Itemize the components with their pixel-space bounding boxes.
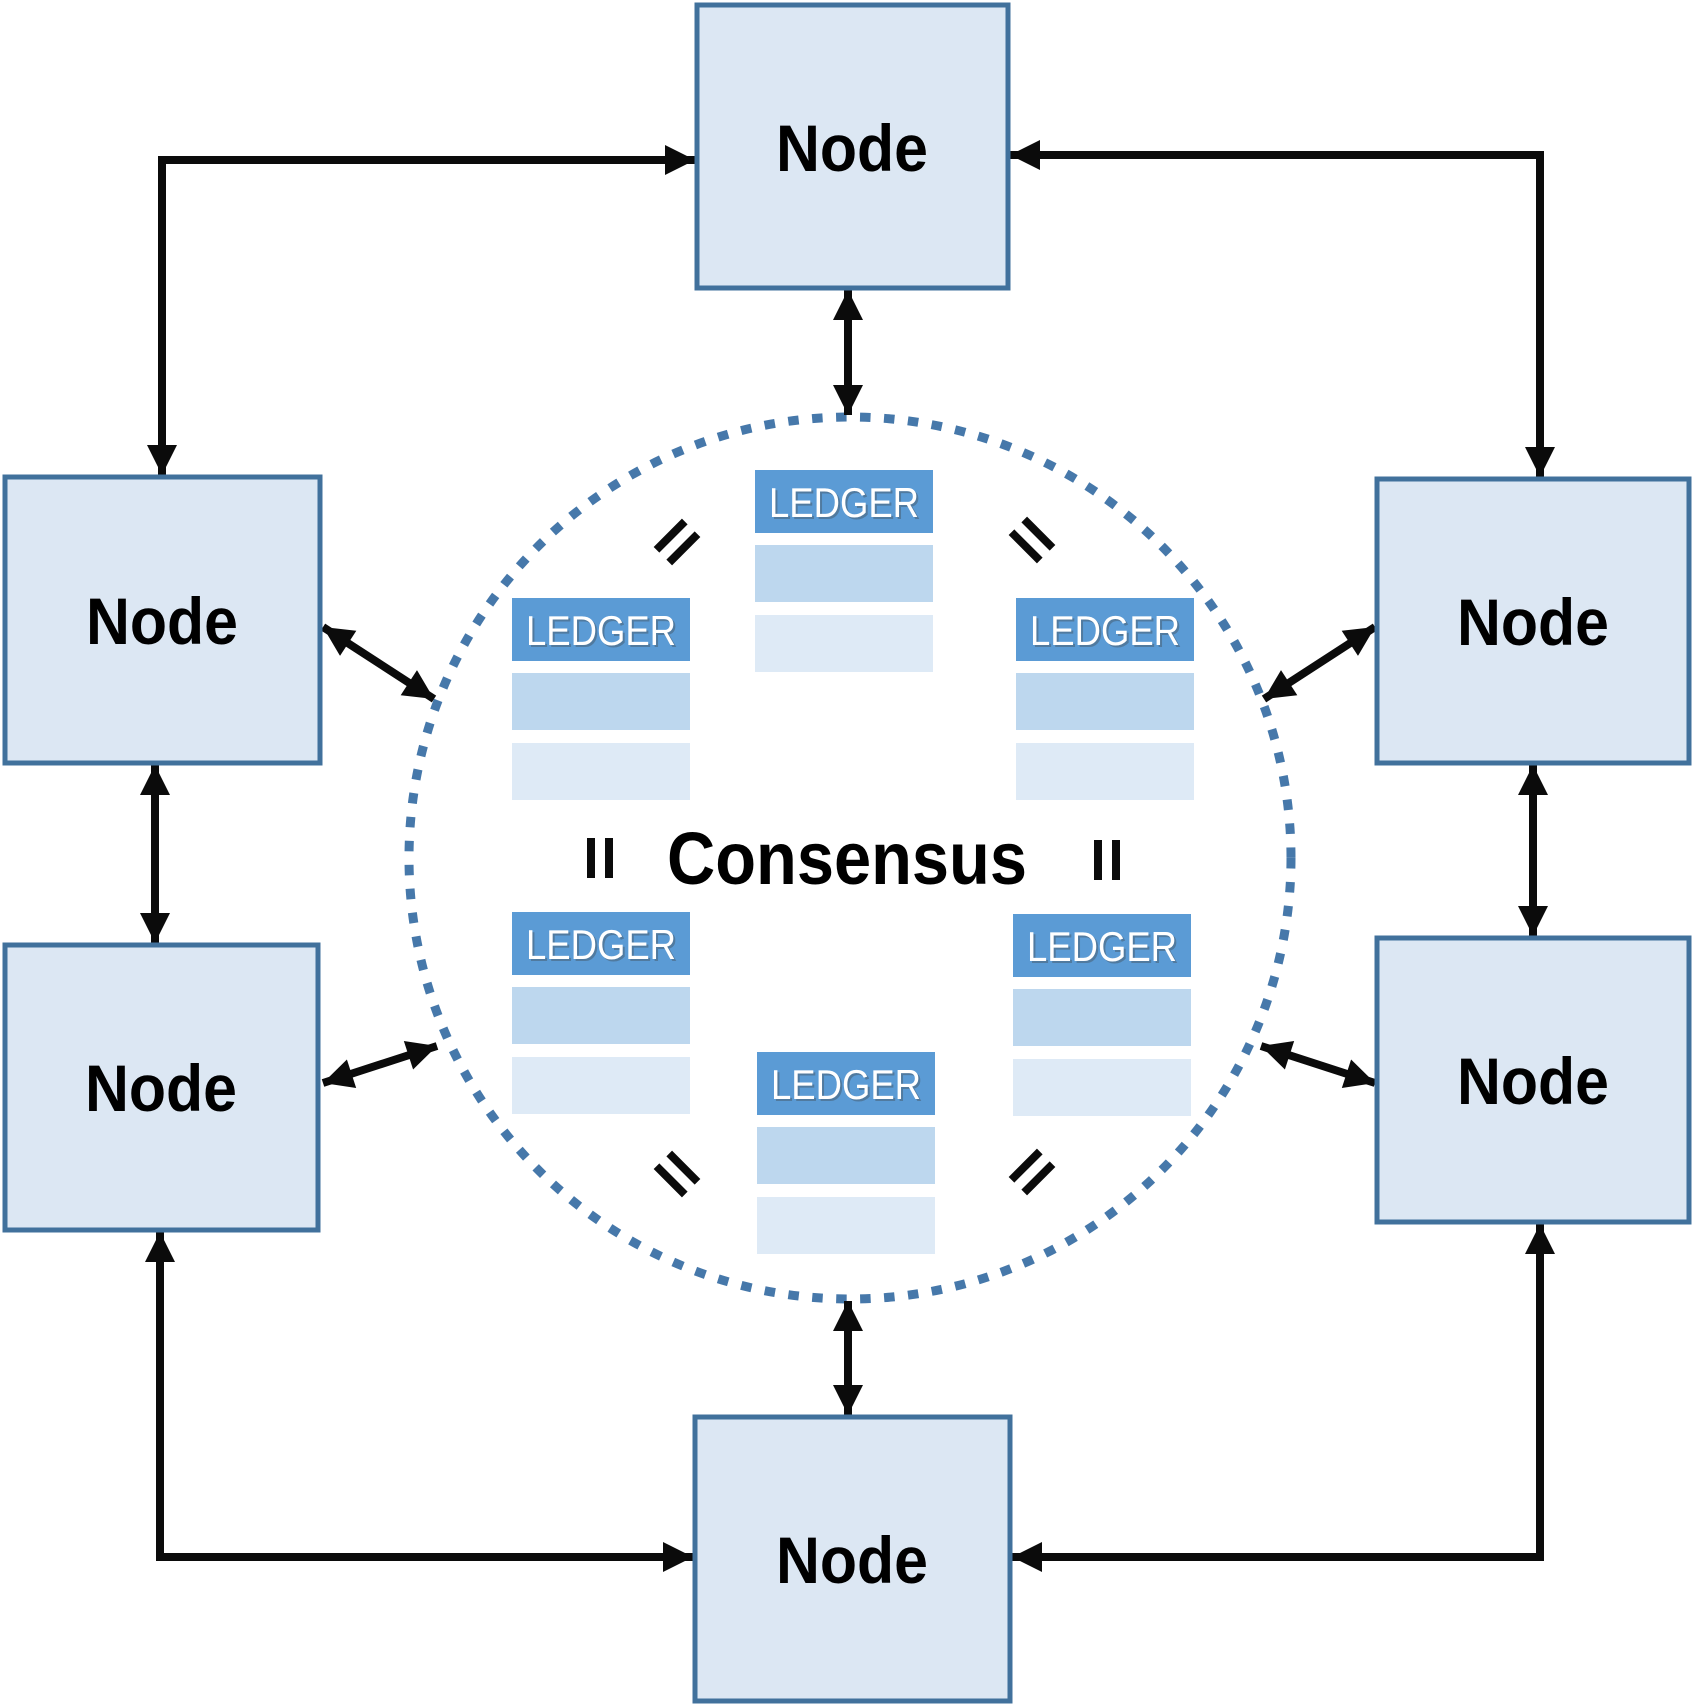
equals-sign-bottom-left [653, 1150, 701, 1198]
equals-sign-right [1094, 840, 1120, 880]
ledger-header [512, 598, 690, 661]
ledger-lower-left: LEDGER [512, 912, 690, 1114]
node-box [692, 1414, 1013, 1704]
node-label: Node [85, 1051, 237, 1125]
arrow-elbow-top-node-right-upper [1010, 140, 1555, 477]
arrow-right-lower-node-to-ring [1259, 1040, 1377, 1089]
ledger-bottom-center: LEDGER [757, 1052, 935, 1254]
node-label: Node [1457, 1044, 1609, 1118]
node-box [2, 474, 323, 766]
node-label: Node [1457, 585, 1609, 659]
ledger-row [512, 673, 690, 730]
ledger-row [1013, 989, 1191, 1046]
node-left-upper: Node [2, 474, 323, 766]
ledger-row [1016, 743, 1194, 800]
node-bottom: Node [692, 1414, 1013, 1704]
equals-sign-bottom-right [1008, 1148, 1056, 1196]
equals-sign-left [587, 838, 613, 878]
ledger-row [755, 615, 933, 672]
node-top: Node [694, 2, 1011, 291]
node-right-lower: Node [1374, 935, 1692, 1225]
node-box [694, 2, 1011, 291]
node-right-upper: Node [1374, 476, 1692, 766]
ledger-row [512, 743, 690, 800]
ledger-title: LEDGER [526, 607, 676, 654]
node-box [1374, 476, 1692, 766]
ledger-row [755, 545, 933, 602]
ledger-row [512, 1057, 690, 1114]
arrow-left-upper-node-to-ring [320, 623, 437, 703]
ledger-header [512, 912, 690, 975]
ledger-row [1016, 673, 1194, 730]
ledger-lower-right: LEDGER [1013, 914, 1191, 1116]
arrow-elbow-left-lower-bottom-node [145, 1232, 693, 1572]
ledger-row [757, 1127, 935, 1184]
arrow-right-upper-node-to-ring [1261, 623, 1378, 703]
node-label: Node [776, 111, 928, 185]
consensus-title: Consensus [667, 817, 1027, 900]
ledger-row [757, 1197, 935, 1254]
node-box [1374, 935, 1692, 1225]
consensus-ring-dotted-circle [404, 412, 1296, 1304]
ledger-title: LEDGER [1027, 923, 1177, 970]
ledger-row [512, 987, 690, 1044]
arrow-elbow-right-lower-bottom-node [1012, 1224, 1555, 1572]
node-label: Node [86, 584, 238, 658]
equals-sign-top-right [1008, 516, 1056, 564]
node-left-lower: Node [2, 942, 321, 1233]
ledger-header [1016, 598, 1194, 661]
ledger-top-center: LEDGER [755, 470, 933, 672]
equals-sign-top-left [653, 518, 701, 566]
node-label: Node [776, 1523, 928, 1597]
ledger-header [757, 1052, 935, 1115]
ledger-upper-left: LEDGER [512, 598, 690, 800]
arrow-elbow-top-node-left-upper [147, 145, 695, 475]
ledger-title: LEDGER [769, 479, 919, 526]
ledger-row [1013, 1059, 1191, 1116]
arrow-left-lower-node-to-ring [321, 1040, 439, 1089]
ledger-title: LEDGER [771, 1061, 921, 1108]
ledger-title: LEDGER [526, 921, 676, 968]
ledger-upper-right: LEDGER [1016, 598, 1194, 800]
node-box [2, 942, 321, 1233]
ledger-header [755, 470, 933, 533]
ledger-title: LEDGER [1030, 607, 1180, 654]
ledger-header [1013, 914, 1191, 977]
